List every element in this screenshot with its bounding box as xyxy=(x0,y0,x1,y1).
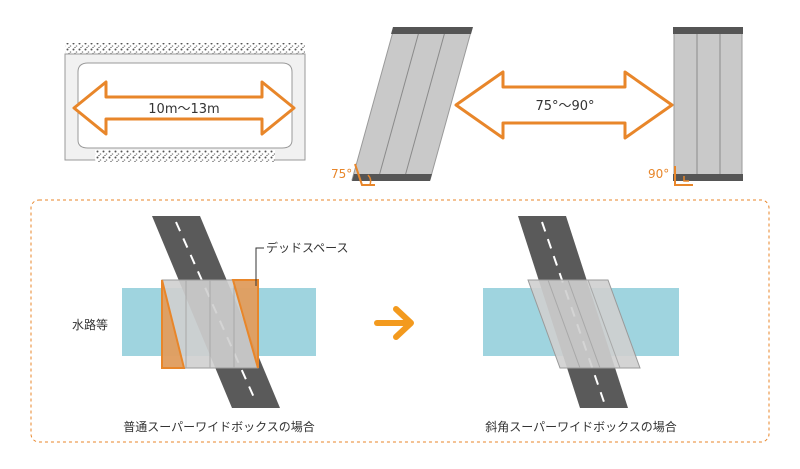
square-deck-90: 90° xyxy=(648,27,743,186)
angle-double-arrow xyxy=(454,70,674,140)
right-angle-mark xyxy=(683,176,689,182)
box-culvert-section xyxy=(64,53,306,161)
angle-marker-90 xyxy=(674,166,693,186)
left-caption: 普通スーパーワイドボックスの場合 xyxy=(123,419,315,434)
deck-joint-line xyxy=(587,279,621,369)
span-label: 10m〜13m xyxy=(148,102,219,117)
deck-joint-line xyxy=(547,279,581,369)
deck-edge-bottom xyxy=(673,174,743,181)
angle-left-label: 75° xyxy=(331,167,352,181)
span-double-arrow xyxy=(72,80,296,136)
arrow-head xyxy=(393,306,414,340)
angle-range-label: 75°〜90° xyxy=(535,99,594,114)
waterway-label: 水路等 xyxy=(72,317,108,332)
angle-right-label: 90° xyxy=(648,167,669,181)
normal-box-scene: デッドスペース 水路等 普通スーパーワイドボックスの場合 xyxy=(72,216,349,434)
skewed-deck-75: 75° xyxy=(331,27,473,186)
skewed-deck-plate xyxy=(351,27,473,181)
dead-space-leader-line xyxy=(255,247,264,286)
deck-edge-bottom xyxy=(352,174,432,181)
transition-arrow xyxy=(374,306,414,340)
top-ballast xyxy=(65,43,305,55)
dead-space-label: デッドスペース xyxy=(266,240,349,255)
deck-joint-line xyxy=(403,27,447,181)
angle-range-arrow: 75°〜90° xyxy=(454,70,674,140)
deck-edge-top xyxy=(673,27,743,34)
deck-edge-top xyxy=(391,27,473,34)
right-caption: 斜角スーパーワイドボックスの場合 xyxy=(485,419,677,434)
angle-arc-75 xyxy=(367,174,372,186)
dead-space-left xyxy=(161,279,186,369)
deck-joint-line xyxy=(377,27,421,181)
square-deck-plate xyxy=(673,27,743,181)
dead-space-right xyxy=(231,279,259,369)
comparison-panel-frame xyxy=(30,199,770,443)
deck-joint-line xyxy=(567,279,601,369)
culvert-cross-section: 10m〜13m xyxy=(64,43,306,162)
bottom-ballast xyxy=(95,150,275,162)
skewed-box-scene: 斜角スーパーワイドボックスの場合 xyxy=(483,216,679,434)
